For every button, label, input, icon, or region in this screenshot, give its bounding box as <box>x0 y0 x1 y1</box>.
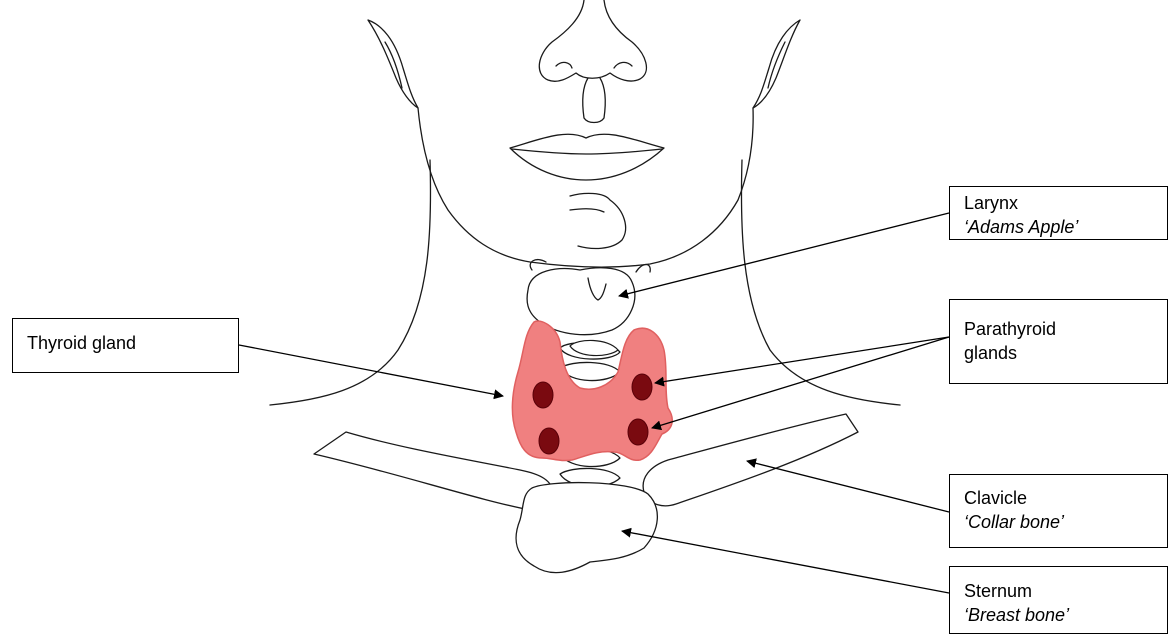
larynx-title: Larynx <box>964 191 1153 215</box>
parathyroid-lower-right <box>628 419 648 445</box>
parathyroid-line1: Parathyroid <box>964 317 1153 341</box>
clavicle-left <box>314 432 554 511</box>
parathyroid-glands-label: Parathyroid glands <box>949 299 1168 384</box>
neck-left <box>270 160 431 405</box>
larynx-label: Larynx ‘Adams Apple’ <box>949 186 1168 240</box>
arrow-parathyroid-lower <box>652 337 949 428</box>
thyroid-gland-label: Thyroid gland <box>12 318 239 373</box>
arrow-parathyroid-upper <box>655 337 949 383</box>
clavicle-right <box>643 414 858 506</box>
parathyroid-upper-right <box>632 374 652 400</box>
parathyroid-lower-left <box>539 428 559 454</box>
sternum <box>516 483 657 573</box>
arrow-clavicle <box>747 461 949 512</box>
parathyroid-line2: glands <box>964 341 1153 365</box>
clavicle-subtitle: ‘Collar bone’ <box>964 510 1153 534</box>
arrow-larynx <box>619 213 949 296</box>
right-ear <box>753 20 800 108</box>
left-ear <box>368 20 418 108</box>
arrow-thyroid <box>239 345 503 396</box>
clavicle-label: Clavicle ‘Collar bone’ <box>949 474 1168 548</box>
arrow-sternum <box>622 531 949 593</box>
nose <box>539 0 646 81</box>
neck-right <box>741 160 900 405</box>
clavicle-title: Clavicle <box>964 486 1153 510</box>
thyroid-gland-title: Thyroid gland <box>27 331 224 355</box>
sternum-title: Sternum <box>964 579 1153 603</box>
jaw-outline <box>418 108 753 267</box>
mouth <box>510 134 664 180</box>
parathyroid-upper-left <box>533 382 553 408</box>
sternum-label: Sternum ‘Breast bone’ <box>949 566 1168 634</box>
larynx-subtitle: ‘Adams Apple’ <box>964 215 1153 239</box>
sternum-subtitle: ‘Breast bone’ <box>964 603 1153 627</box>
